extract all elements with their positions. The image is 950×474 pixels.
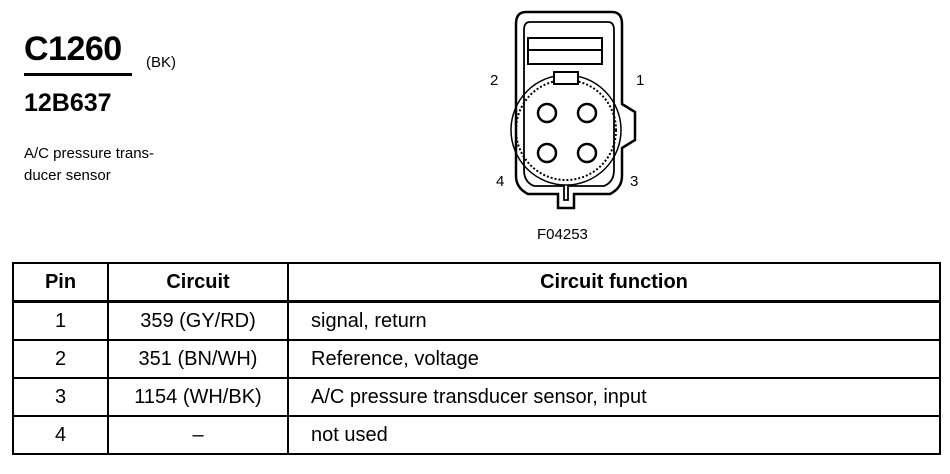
connector-diagram xyxy=(510,10,637,210)
color-code: (BK) xyxy=(146,54,176,71)
header-circuit-function: Circuit function xyxy=(287,262,941,303)
pin-label-3: 3 xyxy=(630,173,639,190)
table-row: 4 – not used xyxy=(12,415,941,455)
pin-4-terminal xyxy=(536,142,558,164)
pin-label-1: 1 xyxy=(636,72,645,89)
cell-pin: 4 xyxy=(12,415,109,455)
cell-function: Reference, voltage xyxy=(287,339,941,379)
cell-function: A/C pressure transducer sensor, input xyxy=(287,377,941,417)
header-pin: Pin xyxy=(12,262,109,303)
description-text: A/C pressure trans- ducer sensor xyxy=(24,145,155,184)
pin-label-2: 2 xyxy=(490,72,499,89)
connector-id: C1260 xyxy=(24,30,122,68)
pin-3-terminal xyxy=(576,142,598,164)
key-tab xyxy=(553,71,579,85)
pin-label-4: 4 xyxy=(496,173,505,190)
cell-pin: 3 xyxy=(12,377,109,417)
header-circuit: Circuit xyxy=(107,262,289,303)
pin-2-terminal xyxy=(536,102,558,124)
cell-circuit: – xyxy=(107,415,289,455)
cell-circuit: 351 (BN/WH) xyxy=(107,339,289,379)
connector-inner-shell xyxy=(523,21,615,201)
table-row: 1 359 (GY/RD) signal, return xyxy=(12,300,941,341)
pin-1-terminal xyxy=(576,102,598,124)
table-row: 2 351 (BN/WH) Reference, voltage xyxy=(12,339,941,379)
cell-function: not used xyxy=(287,415,941,455)
pin-cavity-ring-outer xyxy=(510,74,622,186)
cell-circuit: 359 (GY/RD) xyxy=(107,300,289,341)
cell-pin: 2 xyxy=(12,339,109,379)
connector-outer-shell xyxy=(514,10,637,210)
table-header-row: Pin Circuit Circuit function xyxy=(12,262,941,303)
part-number: 12B637 xyxy=(24,89,112,117)
table-row: 3 1154 (WH/BK) A/C pressure transducer s… xyxy=(12,377,941,417)
pin-cavity-ring xyxy=(515,79,617,181)
cell-circuit: 1154 (WH/BK) xyxy=(107,377,289,417)
cell-pin: 1 xyxy=(12,300,109,341)
connector-id-underline xyxy=(24,73,132,76)
pin-table: Pin Circuit Circuit function 1 359 (GY/R… xyxy=(12,262,941,455)
cell-function: signal, return xyxy=(287,300,941,341)
connector-description: A/C pressure trans- ducer sensor xyxy=(24,143,214,187)
figure-id: F04253 xyxy=(537,226,588,243)
